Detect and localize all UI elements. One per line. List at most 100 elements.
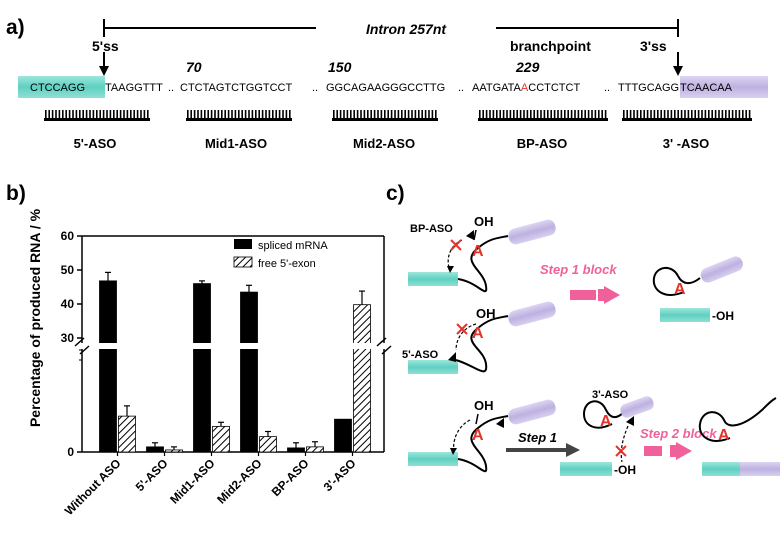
oh-3: OH [474, 398, 494, 413]
aso3-schematic: A OH [408, 398, 556, 473]
bar-free-3 [259, 436, 277, 453]
ss5-label: 5'ss [92, 38, 119, 54]
aso-comb-4 [622, 110, 752, 121]
bar-spliced-4 [287, 447, 305, 453]
break-mark-left [79, 345, 90, 355]
seq-dots-4: .. [604, 82, 610, 94]
aso-comb-2 [332, 110, 438, 121]
exon3-box [680, 76, 768, 98]
ss3-label: 3'ss [640, 38, 667, 54]
y-tick-label: 40 [61, 297, 75, 311]
seq-s2: CTCTAGTCTGGTCCT [180, 82, 293, 94]
aso-label-mid2: Mid2-ASO [353, 136, 415, 151]
exon5-inter [560, 462, 612, 476]
panel-c: c) A BP-ASO OH Step 1 block A -OH [386, 182, 780, 477]
bar-free-2 [212, 425, 230, 453]
bar-free-0 [118, 415, 136, 453]
y-axis-label: Percentage of produced RNA / % [27, 208, 43, 427]
bar-spliced-0 [99, 280, 117, 453]
y-tick-label: 0 [67, 445, 74, 459]
aso5-schematic: A OH 5'-ASO [402, 301, 556, 374]
axis-break-band [72, 343, 394, 349]
branch-a-5: A [718, 427, 730, 444]
bar-free-4 [306, 446, 324, 453]
pos-150: 150 [328, 59, 352, 75]
y-tick-label: 50 [61, 263, 75, 277]
block-bar-1 [570, 290, 596, 300]
oh-2: OH [476, 306, 496, 321]
bar-spliced-1 [146, 446, 164, 453]
break-mark-right [381, 345, 392, 355]
branch-a-1: A [472, 243, 484, 260]
aso-label-3: 3' -ASO [663, 136, 709, 151]
block-arrow-2 [676, 442, 692, 460]
block-arrow-1 [604, 286, 620, 304]
exon5-ligated [702, 462, 740, 476]
aso-label-mid1: Mid1-ASO [205, 136, 267, 151]
category-label-5: 3'-ASO [321, 456, 359, 494]
aso-comb-3 [478, 110, 608, 121]
branch-a-3: A [472, 427, 484, 444]
exon5-c2 [408, 360, 458, 374]
seq-s1: TAAGGTTT [105, 82, 163, 94]
seq-dots-2: .. [312, 82, 318, 94]
aso5-label: 5'-ASO [402, 349, 439, 361]
exon5-free [660, 308, 710, 322]
aso-combs [44, 110, 752, 121]
seq-s5: TTTGCAGG [618, 82, 679, 94]
exon5-box [18, 76, 105, 98]
category-label-1: 5'-ASO [133, 456, 171, 494]
branch-a-2: A [472, 325, 484, 342]
aso-label-bp: BP-ASO [517, 136, 568, 151]
legend-free: free 5'-exon [258, 258, 316, 270]
category-label-2: Mid1-ASO [167, 456, 217, 506]
aso-comb-0 [44, 110, 150, 121]
seq-exon5: CTCCAGG [30, 82, 85, 94]
oh-inter: -OH [614, 463, 636, 477]
y-tick-label: 60 [61, 229, 75, 243]
panel-b: b) Percentage of produced RNA / % 0 30 40 5… [6, 182, 394, 518]
legend-swatch-free [233, 256, 253, 268]
oh-free: -OH [712, 309, 734, 323]
y-tick-label: 30 [61, 331, 75, 345]
exon3-inter [620, 396, 654, 418]
legend-spliced: spliced mRNA [258, 240, 328, 252]
aso-label-5: 5'-ASO [74, 136, 117, 151]
panel-c-label: c) [386, 182, 405, 205]
seq-dots-3: .. [458, 82, 464, 94]
panel-a: a) Intron 257nt 5'ss branchpoint 3'ss 70… [6, 16, 768, 151]
exon3-ligated [740, 462, 780, 476]
aso3-label: 3'-ASO [592, 389, 629, 401]
bar-spliced-3 [240, 291, 258, 453]
category-label-4: BP-ASO [269, 456, 312, 499]
step1-label: Step 1 [518, 430, 557, 445]
step2-block-label: Step 2 block [640, 426, 717, 441]
category-label-3: Mid2-ASO [214, 456, 264, 506]
exon3-lariat1 [700, 256, 743, 283]
exon5-c3 [408, 452, 458, 466]
seq-exon3: TCAACAA [680, 82, 733, 94]
aso-comb-1 [186, 110, 292, 121]
panel-b-label: b) [6, 182, 26, 205]
branchpoint-label: branchpoint [510, 38, 591, 54]
step1-block-label: Step 1 block [540, 262, 617, 277]
exon3-c1 [508, 219, 556, 245]
exon5-c1 [408, 272, 458, 286]
oh-1: OH [474, 214, 494, 229]
exon3-c2 [508, 301, 556, 327]
block-bar-2 [644, 446, 662, 456]
seq-s3: GGCAGAAGGGCCTTG [326, 82, 445, 94]
category-label-0: Without ASO [62, 456, 124, 518]
bar-free-5 [353, 304, 371, 453]
branch-a-4: A [600, 413, 612, 430]
bar-spliced-5 [334, 418, 352, 453]
bar-free-1 [165, 449, 183, 453]
branch-a-lariat1: A [674, 281, 686, 298]
seq-dots-1: .. [168, 82, 174, 94]
sequence: CTCCAGG TAAGGTTT .. CTCTAGTCTGGTCCT .. G… [30, 82, 733, 94]
pos-70: 70 [186, 59, 202, 75]
break-mark-left [74, 337, 85, 347]
exon3-c3 [508, 399, 556, 425]
